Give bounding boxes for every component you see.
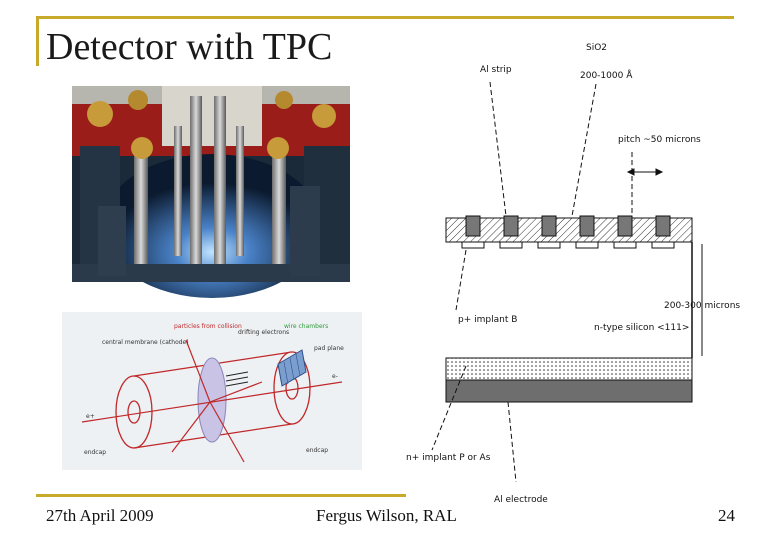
label-wire-chambers: wire chambers [284, 323, 328, 330]
label-al-electrode: Al electrode [494, 495, 548, 505]
label-sio2: SiO2 [586, 43, 607, 53]
page-number: 24 [718, 506, 735, 525]
slide-title: Detector with TPC [46, 26, 333, 68]
footer-author: Fergus Wilson, RAL [316, 506, 457, 525]
label-n-implant: n+ implant P or As [406, 453, 491, 463]
n-plus-layer [445, 357, 693, 381]
label-membrane: central membrane (cathode) [102, 339, 189, 346]
wire-chamber-shape [277, 349, 307, 387]
oxide-layer [445, 217, 693, 243]
detector-photo [72, 86, 350, 298]
top-rule [36, 16, 734, 19]
label-pad-plane: pad plane [314, 345, 344, 352]
top-rule-vertical [36, 16, 39, 66]
label-p-implant: p+ implant B [458, 315, 517, 325]
label-eplus: e+ [86, 413, 95, 420]
bottom-rule [36, 494, 406, 497]
silicon-cross-section: Al strip SiO2 200-1000 Å pitch ~50 micro… [406, 43, 740, 505]
label-thickness: 200-300 microns [664, 301, 740, 311]
al-strips [465, 215, 671, 237]
label-n-type: n-type silicon <111> [594, 323, 689, 333]
label-particles: particles from collision [174, 323, 242, 330]
label-pitch: pitch ~50 microns [618, 135, 701, 145]
label-eminus: e- [332, 373, 338, 380]
label-electrons: drifting electrons [238, 329, 289, 336]
label-al-strip: Al strip [480, 65, 512, 75]
back-electrode [445, 379, 693, 403]
label-endcap-right: endcap [306, 447, 328, 454]
tpc-schematic: particles from collision drifting electr… [62, 312, 362, 470]
p-implants [461, 241, 675, 249]
label-sio2-thickness: 200-1000 Å [580, 69, 633, 81]
footer-date: 27th April 2009 [46, 506, 154, 525]
label-endcap-left: endcap [84, 449, 106, 456]
